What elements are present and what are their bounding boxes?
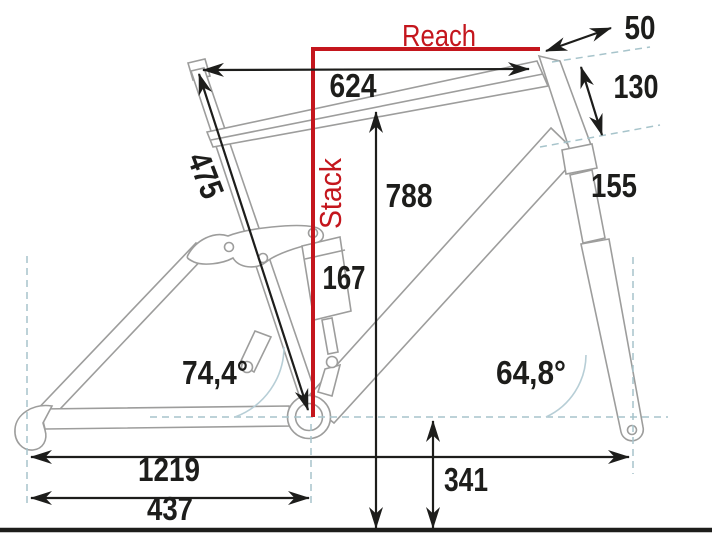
top-tube bbox=[205, 60, 550, 148]
fork-lowers bbox=[580, 238, 645, 442]
total-height-value: 788 bbox=[386, 177, 433, 214]
stack-label: Stack bbox=[313, 158, 348, 229]
top-tube-value: 624 bbox=[330, 67, 378, 104]
bb-height-value: 341 bbox=[444, 461, 488, 498]
rocker-pivot-left bbox=[223, 241, 235, 253]
wheelbase-value: 1219 bbox=[138, 451, 200, 488]
dim-line-475 bbox=[197, 73, 310, 411]
chainstay-value: 437 bbox=[147, 490, 193, 527]
front-axle bbox=[626, 424, 638, 436]
reach-stack-lines bbox=[311, 47, 540, 417]
head-bottom-guide bbox=[539, 124, 661, 148]
dim-line-50 bbox=[545, 26, 612, 53]
reach-label: Reach bbox=[402, 18, 476, 53]
rear-dropout bbox=[14, 404, 54, 451]
fork-crown bbox=[561, 143, 598, 175]
stem-value: 50 bbox=[625, 9, 656, 46]
dimension-lines bbox=[30, 26, 630, 529]
shock-length-value: 167 bbox=[323, 259, 366, 296]
labels: Reach Stack 624 475 788 167 50 130 155 7… bbox=[138, 9, 659, 527]
dim-line-130 bbox=[579, 66, 604, 136]
head-top-guide bbox=[551, 46, 651, 63]
head-angle-value: 64,8° bbox=[496, 354, 566, 391]
shock-shaft bbox=[321, 317, 339, 355]
fork-stanchion bbox=[569, 169, 606, 244]
head-tube-value: 130 bbox=[614, 68, 659, 105]
head-angle-arc bbox=[545, 354, 587, 418]
seat-stay bbox=[29, 241, 210, 429]
shock-eyelet bbox=[325, 355, 339, 369]
dim-line-624 bbox=[202, 62, 530, 77]
fork-segment-value: 155 bbox=[591, 167, 637, 204]
seat-angle-value: 74,4° bbox=[182, 354, 248, 391]
